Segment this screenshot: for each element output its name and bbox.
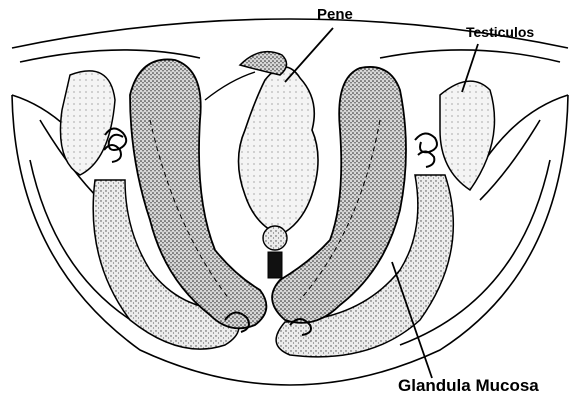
label-glandula-mucosa: Glandula Mucosa [398,376,539,396]
penis-tip [240,52,287,75]
central-duct [268,252,282,278]
penis-base [263,226,287,250]
testicle-right [440,81,495,190]
pene-leader-line [285,28,333,82]
penis [239,67,319,235]
label-testiculos: Testiculos [466,24,534,40]
testicle-left [60,71,115,175]
label-pene: Pene [317,6,353,23]
coiled-duct-right [415,133,437,152]
